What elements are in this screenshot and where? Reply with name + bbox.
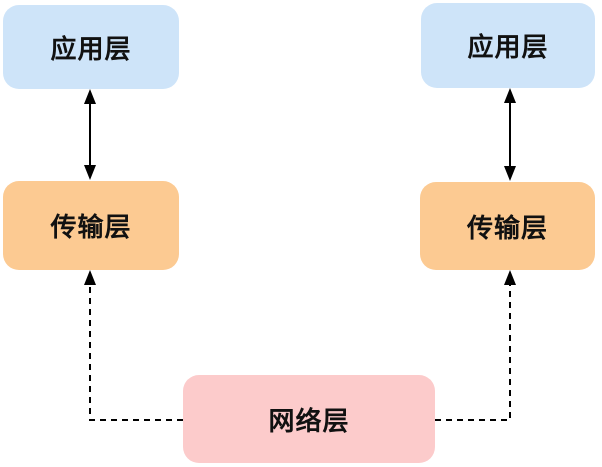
node-label: 传输层 (466, 212, 548, 243)
node-application-layer-right: 应用层 (421, 3, 595, 88)
dashed-arrow-network-to-transport-right (435, 270, 516, 421)
node-label: 应用层 (467, 32, 549, 62)
node-application-layer-left: 应用层 (3, 5, 179, 89)
solid-arrow-left (84, 89, 96, 180)
solid-arrow-right (504, 88, 516, 181)
node-label: 传输层 (50, 212, 132, 242)
node-transport-layer-right: 传输层 (420, 182, 595, 270)
node-label: 应用层 (50, 33, 132, 64)
dashed-arrow-network-to-transport-left (84, 270, 183, 421)
node-transport-layer-left: 传输层 (3, 181, 179, 270)
node-network-layer: 网络层 (183, 375, 435, 463)
node-label: 网络层 (268, 405, 350, 436)
